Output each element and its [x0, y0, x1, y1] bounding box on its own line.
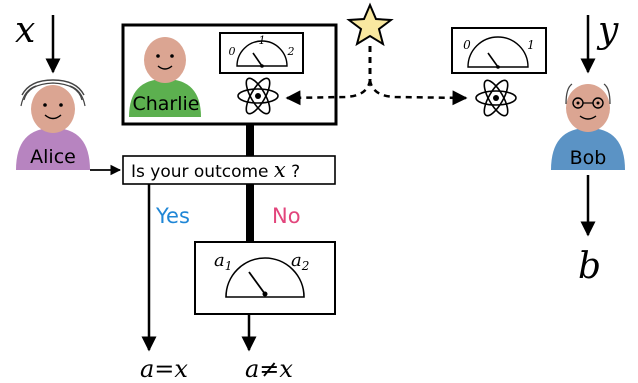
alice-meter-a2: a2 [291, 250, 309, 273]
no-label: No [272, 204, 301, 228]
x-input-label: x [15, 10, 35, 51]
charlie-meter-icon [219, 32, 304, 74]
alice-name: Alice [30, 146, 76, 168]
star-icon [346, 2, 394, 47]
alice-meter-a1: a1 [214, 250, 232, 273]
charlie-no-channel [246, 124, 254, 156]
alice-meter-icon [194, 241, 336, 315]
charlie-meter-label-2: 2 [287, 45, 295, 58]
entanglement-paths [285, 46, 468, 106]
no-channel-lower [246, 184, 254, 242]
bob-meter-icon [451, 27, 547, 74]
outcome-not-equal: a≠x [245, 355, 293, 383]
outcome-equal: a=x [140, 355, 188, 383]
charlie-avatar [129, 37, 201, 117]
question-text: Is your outcome x ? [131, 158, 300, 182]
bob-meter-label-0: 0 [463, 38, 471, 52]
bob-name: Bob [570, 147, 607, 169]
charlie-meter-label-1: 1 [259, 34, 266, 47]
charlie-name: Charlie [132, 93, 199, 115]
bob-avatar [551, 83, 625, 170]
y-input-label: y [596, 10, 619, 51]
b-output-label: b [578, 246, 601, 287]
bob-atom-icon [475, 76, 517, 120]
yes-label: Yes [155, 204, 190, 228]
question-box [122, 155, 336, 185]
alice-avatar [16, 79, 90, 170]
bob-meter-label-1: 1 [527, 38, 535, 52]
charlie-meter-label-0: 0 [229, 45, 236, 58]
